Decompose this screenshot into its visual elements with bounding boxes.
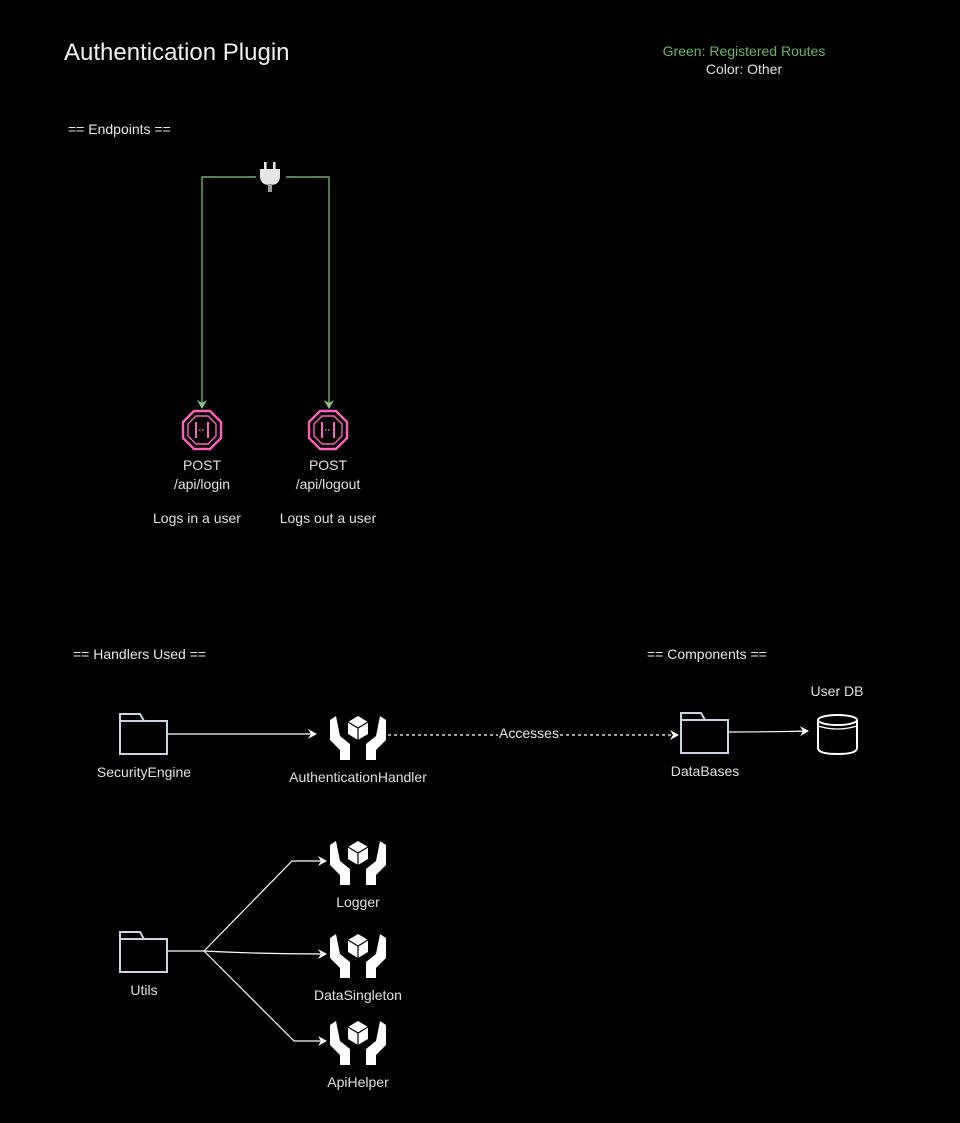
node-security-engine: SecurityEngine <box>96 764 192 780</box>
edge-plug-to-login <box>197 176 256 409</box>
node-utils: Utils <box>130 982 158 998</box>
legend-other: Color: Other <box>705 61 783 77</box>
edge-plug-to-logout <box>286 176 334 409</box>
section-handlers: == Handlers Used == <box>73 646 207 662</box>
node-logger: Logger <box>336 894 380 910</box>
folder-icon <box>119 713 168 755</box>
endpoint-login-path: /api/login <box>173 476 231 492</box>
edge-utils-to-datasingleton <box>203 948 327 959</box>
section-endpoints: == Endpoints == <box>68 121 171 137</box>
section-components: == Components == <box>647 646 767 662</box>
api-gateway-icon <box>181 409 223 451</box>
database-icon <box>817 714 858 756</box>
node-api-helper: ApiHelper <box>327 1074 389 1090</box>
hands-box-icon <box>330 1021 386 1065</box>
node-user-db: User DB <box>810 683 864 699</box>
edge-label-accesses: Accesses <box>498 725 560 741</box>
folder-icon <box>680 712 729 754</box>
hands-box-icon <box>330 841 386 885</box>
endpoint-login-description: Logs in a user <box>153 510 241 526</box>
hands-box-icon <box>330 934 386 978</box>
edge-databases-to-userdb <box>728 726 809 737</box>
edge-utils-to-logger <box>203 856 327 952</box>
edge-utils-to-apihelper <box>203 950 327 1046</box>
endpoint-logout-path: /api/logout <box>295 476 361 492</box>
node-authentication-handler: AuthenticationHandler <box>289 769 427 785</box>
plug-icon <box>260 162 280 192</box>
endpoint-logout-method: POST <box>308 457 348 473</box>
folder-icon <box>119 931 168 973</box>
endpoint-logout-description: Logs out a user <box>279 510 377 526</box>
endpoint-login-method: POST <box>182 457 222 473</box>
page-title: Authentication Plugin <box>64 39 290 66</box>
api-gateway-icon <box>307 409 349 451</box>
hands-box-icon <box>330 716 386 760</box>
node-data-singleton: DataSingleton <box>314 987 402 1003</box>
legend-green: Green: Registered Routes <box>662 43 826 59</box>
node-databases: DataBases <box>670 763 740 779</box>
